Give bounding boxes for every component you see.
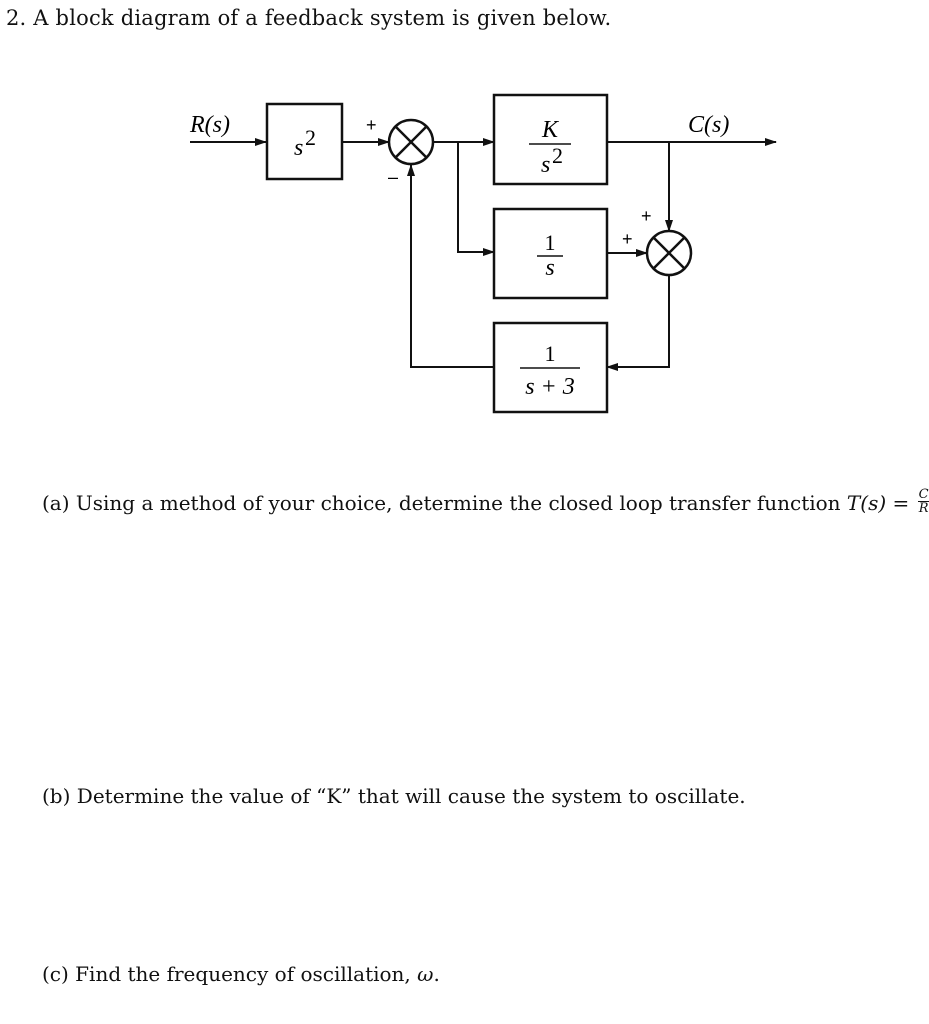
forward-denominator-exponent: 2 <box>552 143 563 168</box>
sum2-plus-top-sign: + <box>641 206 652 226</box>
output-label: C(s) <box>688 112 729 138</box>
question-part-b: (b) Determine the value of “K” that will… <box>42 784 746 808</box>
part-c-label: (c) <box>42 962 69 986</box>
question-part-a: (a) Using a method of your choice, deter… <box>42 488 929 518</box>
block-parallel <box>492 207 609 300</box>
block-feedback <box>492 321 609 414</box>
sum1-plus-sign: + <box>366 115 377 135</box>
block-diagram: R(s) C(s) s 2 K s 2 1 s 1 s + 3 + – + + <box>189 93 777 414</box>
omega-symbol: ω <box>417 962 434 986</box>
question-title: 2. A block diagram of a feedback system … <box>6 6 612 30</box>
part-a-fraction-numerator: C(s) <box>917 488 929 502</box>
summing-junction-2 <box>645 229 693 277</box>
part-c-text: Find the frequency of oscillation, <box>75 962 411 986</box>
block-prefilter <box>265 102 344 181</box>
part-b-text: Determine the value of “K” that will cau… <box>76 784 746 808</box>
parallel-numerator: 1 <box>545 230 556 255</box>
part-c-end: . <box>433 962 440 986</box>
part-a-label: (a) <box>42 491 70 515</box>
signal-branch-to-parallel <box>457 142 495 256</box>
prefilter-exponent: 2 <box>305 125 316 150</box>
prefilter-base: s <box>294 135 303 161</box>
block-forward <box>492 93 609 186</box>
part-a-fraction-denominator: R(s) <box>918 501 929 516</box>
sum2-plus-left-sign: + <box>622 229 633 249</box>
signal-sum2-to-feedback <box>606 275 670 371</box>
part-a-text: Using a method of your choice, determine… <box>75 491 841 515</box>
part-a-math: T(s) = <box>846 491 910 515</box>
sum1-minus-sign: – <box>388 167 398 187</box>
signal-feedback-to-sum1 <box>407 164 494 368</box>
summing-junction-1 <box>387 118 435 166</box>
part-a-fraction: C(s) R(s) <box>917 488 929 516</box>
part-b-label: (b) <box>42 784 71 808</box>
input-label: R(s) <box>189 112 230 138</box>
feedback-denominator: s + 3 <box>525 374 575 400</box>
forward-denominator-base: s <box>541 152 550 178</box>
parallel-denominator: s <box>545 255 554 281</box>
feedback-numerator: 1 <box>545 341 556 366</box>
question-part-c: (c) Find the frequency of oscillation, ω… <box>42 962 440 986</box>
forward-numerator: K <box>541 117 560 143</box>
